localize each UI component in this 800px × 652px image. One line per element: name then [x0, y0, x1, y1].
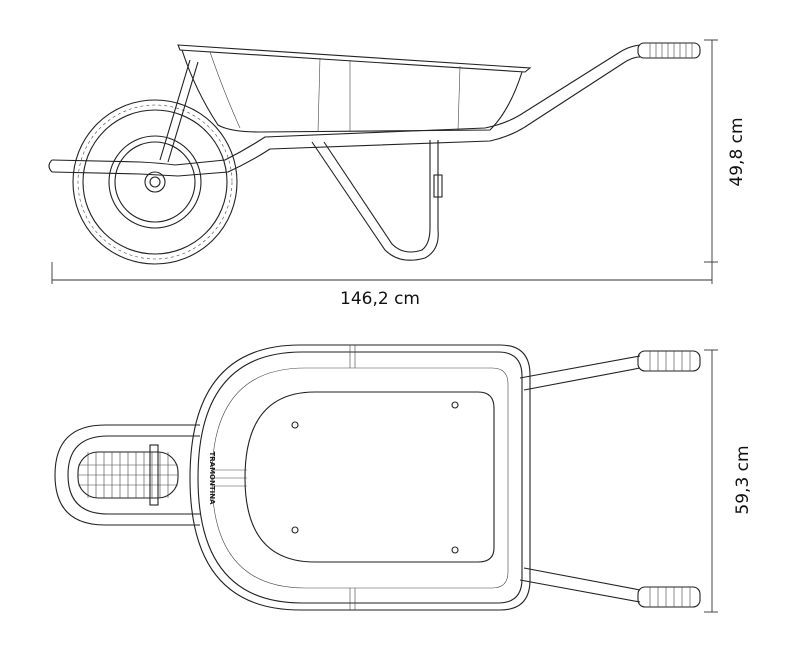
- dimension-length: 146,2 cm: [51, 262, 713, 309]
- stay-bar: [159, 59, 199, 163]
- leg-side: [311, 140, 443, 261]
- tray-floor: [244, 391, 495, 563]
- dimension-height: 49,8 cm: [704, 39, 747, 263]
- height-label: 49,8 cm: [727, 117, 747, 186]
- top-view: TRAMONTINA 59,3 cm: [54, 344, 753, 613]
- wheel-fork-top: [54, 424, 200, 526]
- length-label: 146,2 cm: [340, 289, 420, 309]
- brand-logo: TRAMONTINA: [208, 451, 216, 505]
- handle-grip-side: [637, 42, 701, 59]
- tray-side: [177, 44, 532, 133]
- tray-top: [189, 344, 531, 611]
- frame-side: [48, 44, 641, 177]
- wheel-side: [72, 99, 238, 265]
- dimension-width: 59,3 cm: [704, 349, 753, 613]
- side-view: 146,2 cm 49,8 cm: [48, 39, 747, 309]
- width-label: 59,3 cm: [733, 445, 753, 514]
- handles-top: [519, 350, 701, 608]
